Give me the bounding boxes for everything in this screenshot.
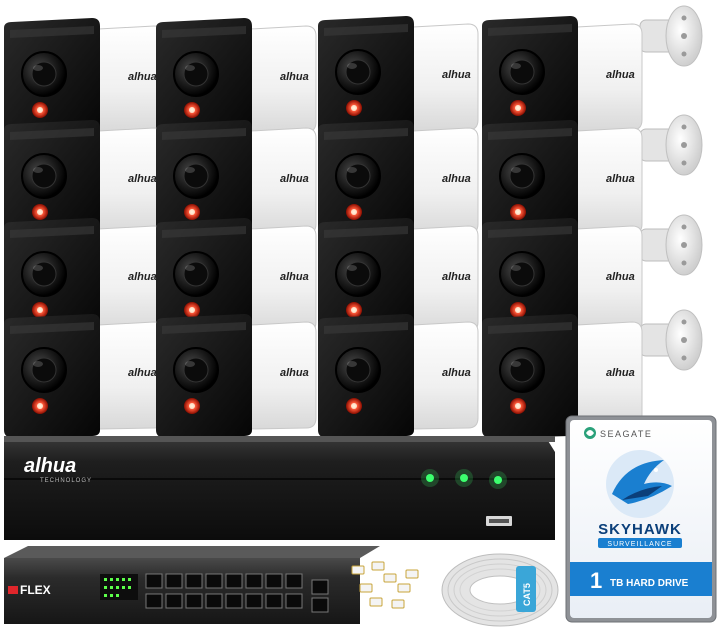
usb-port-icon <box>486 516 512 526</box>
nvr-brand: alhua <box>24 455 76 477</box>
bullet-camera <box>3 313 165 439</box>
nvr-status-leds <box>421 469 507 489</box>
hdd-model: SKYHAWK <box>598 521 682 538</box>
network-cable-coil: CAT5 <box>441 553 559 627</box>
poe-switch: FLEX <box>4 546 380 624</box>
rj45-connectors <box>351 561 419 609</box>
cable-label-text: CAT5 <box>522 583 532 606</box>
hdd-capacity-number: 1 <box>590 568 602 593</box>
nvr-recorder: alhua TECHNOLOGY <box>4 436 555 540</box>
status-led <box>460 474 468 482</box>
hdd-maker: SEAGATE <box>600 429 652 439</box>
status-led <box>426 474 434 482</box>
status-led <box>494 476 502 484</box>
bullet-camera <box>155 313 317 439</box>
cable-label: CAT5 <box>516 566 536 612</box>
switch-led-panel <box>104 578 131 597</box>
ethernet-port-icon-group <box>145 573 329 613</box>
bullet-camera <box>317 313 479 439</box>
switch-brand: FLEX <box>20 583 51 597</box>
hard-drive: SEAGATE SKYHAWK SURVEILLANCE 1 TB HARD D… <box>565 415 717 623</box>
nvr-brand-sub: TECHNOLOGY <box>40 478 92 484</box>
hdd-capacity-text: TB HARD DRIVE <box>610 578 689 589</box>
camera-row-4 <box>3 313 643 439</box>
skyhawk-bird-logo-icon <box>606 450 674 518</box>
camera-grid <box>3 15 643 439</box>
hdd-model-sub: SURVEILLANCE <box>607 541 672 548</box>
seagate-logo: SEAGATE <box>584 427 652 439</box>
camera-mounts <box>639 5 703 371</box>
